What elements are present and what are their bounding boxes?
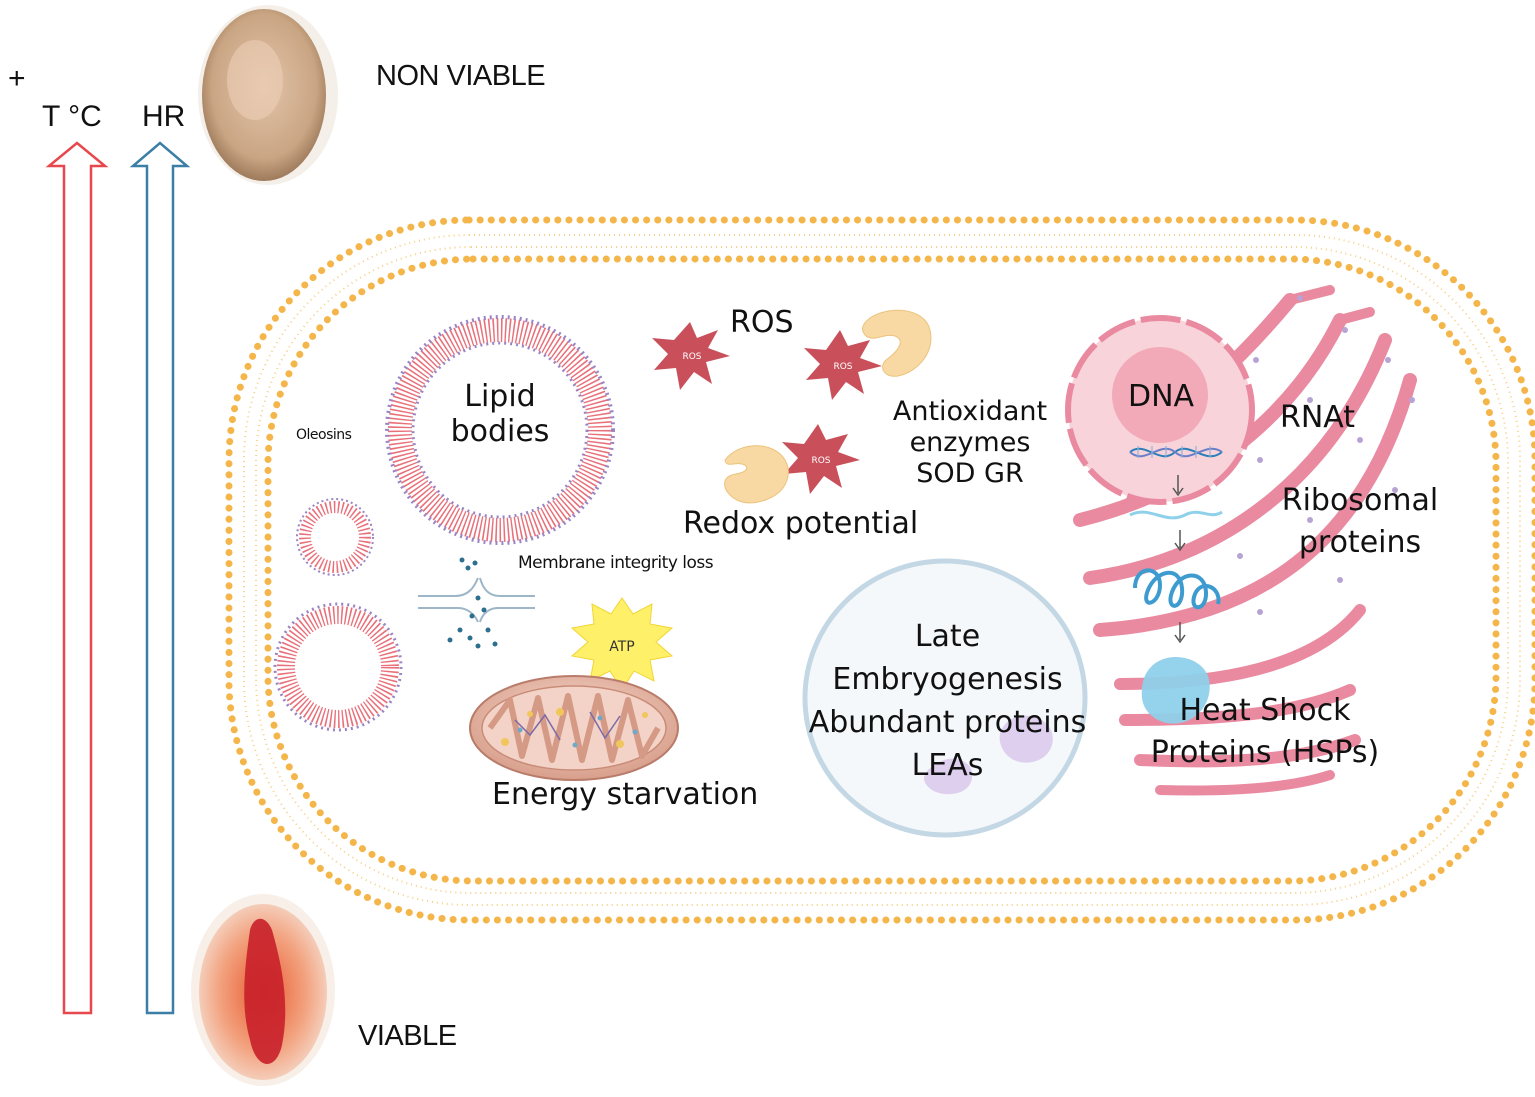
increase-sign: + [8, 62, 26, 95]
energy-starvation-label: Energy starvation [492, 777, 759, 812]
non-viable-label: NON VIABLE [376, 60, 546, 92]
atp-label: ATP [609, 639, 634, 655]
humidity-axis-label: HR [142, 100, 186, 133]
lea-vesicle [802, 558, 1088, 838]
ros-label: ROS [730, 305, 794, 340]
temperature-axis-label: T °C [42, 100, 102, 133]
arrow-down-icon [1172, 475, 1184, 497]
humidity-arrow [129, 141, 191, 1015]
temperature-arrow [45, 141, 109, 1015]
large-lipid-body [385, 315, 615, 545]
arrow-down-icon [1174, 622, 1186, 644]
redox-potential-label: Redox potential [683, 506, 919, 541]
enzyme-icon [724, 445, 789, 504]
protein-chain-icon [1133, 568, 1221, 610]
arrow-down-icon [1174, 530, 1186, 552]
dna-helix-icon [1129, 446, 1223, 458]
dna-label: DNA [1128, 379, 1195, 414]
rnat-label: RNAt [1280, 400, 1356, 435]
ribosomal-proteins-label: Ribosomal proteins [1281, 483, 1439, 560]
ros-star-icon: ROS [804, 330, 882, 400]
ros-badge-label: ROS [833, 362, 852, 372]
hsp-protein-icon [1141, 656, 1210, 724]
cell-membrane [225, 216, 1535, 924]
membrane-integrity-label: Membrane integrity loss [518, 553, 714, 573]
lea-label: Late Embryogenesis Abundant proteins LEA… [808, 619, 1087, 783]
ros-badge-label: ROS [682, 352, 701, 362]
lipid-bodies-label: Lipid bodies [450, 379, 550, 449]
viable-label: VIABLE [358, 1020, 457, 1052]
rna-strand-icon [1129, 510, 1223, 520]
hsp-label: Heat Shock Proteins (HSPs) [1150, 693, 1380, 770]
oleosins-label: Oleosins [296, 427, 352, 443]
antioxidant-enzymes-label: Antioxidant enzymes SOD GR [892, 396, 1048, 490]
enzyme-icon [862, 309, 932, 377]
mitochondrion-icon [469, 675, 679, 781]
viable-seed-image [191, 894, 335, 1086]
non-viable-seed-image [198, 5, 338, 185]
ros-badge-label: ROS [811, 456, 830, 466]
small-lipid-body [296, 498, 374, 576]
ros-star-icon: ROS [652, 322, 730, 390]
ros-star-icon: ROS [782, 424, 860, 494]
membrane-leak-icon [418, 557, 535, 649]
medium-lipid-body [273, 602, 403, 732]
